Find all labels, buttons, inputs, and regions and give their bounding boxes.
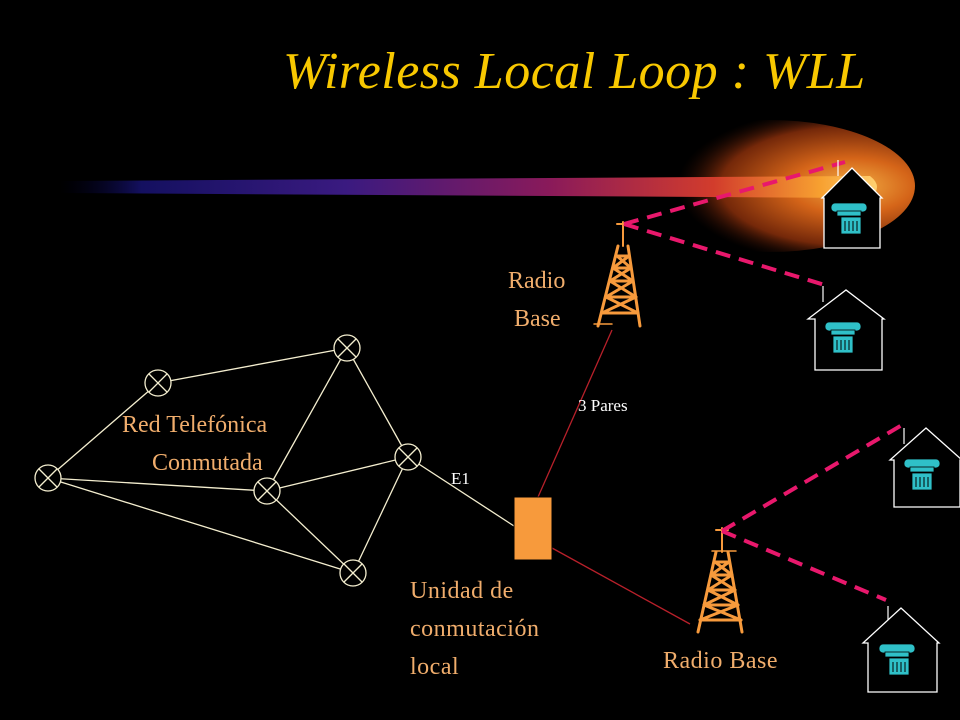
switch-label-line2: conmutación <box>410 616 540 642</box>
e1-label: E1 <box>451 469 470 488</box>
network-link <box>266 347 348 492</box>
network-link <box>266 456 409 492</box>
house-icon <box>861 606 941 693</box>
switch-label-line1: Unidad de <box>410 578 514 604</box>
circle-x-icon <box>144 369 172 397</box>
wireless-links <box>623 160 904 602</box>
comet-decoration <box>60 120 915 252</box>
wire-radio-base-2 <box>551 547 691 625</box>
telephone-icon <box>830 202 868 235</box>
switch-label-line3: local <box>410 654 460 680</box>
network-link <box>352 456 409 574</box>
telephone-icon <box>903 458 941 491</box>
radio-tower-icon <box>593 221 642 328</box>
network-mesh <box>47 347 515 574</box>
wireless-link <box>720 423 904 533</box>
network-nodes <box>34 334 422 587</box>
e1-link <box>407 456 515 527</box>
wireless-link <box>623 160 846 226</box>
comet-streak <box>60 176 877 198</box>
telephone-icon <box>824 321 862 354</box>
network-link <box>47 477 354 574</box>
radio-base-bottom-label: Radio Base <box>663 648 778 674</box>
radio-tower-icon <box>696 527 744 634</box>
network-label-line1: Red Telefónica <box>122 412 268 438</box>
pares-label: 3 Pares <box>578 396 628 415</box>
slide-title: Wireless Local Loop : WLL <box>283 43 866 100</box>
network-link <box>346 347 409 458</box>
house-icon <box>888 427 960 508</box>
circle-x-icon <box>34 464 62 492</box>
house-icon <box>806 286 886 371</box>
circle-x-icon <box>253 477 281 505</box>
wireless-link <box>721 529 887 602</box>
network-link <box>157 347 348 384</box>
network-link <box>266 490 354 574</box>
circle-x-icon <box>339 559 367 587</box>
radio-base-top-label-line2: Base <box>514 306 561 332</box>
wire-3-pares <box>537 329 613 498</box>
house-icon <box>820 160 884 249</box>
radio-base-top-label-line1: Radio <box>508 268 566 294</box>
circle-x-icon <box>394 443 422 471</box>
wire-links <box>537 329 691 625</box>
network-link <box>47 382 159 479</box>
circle-x-icon <box>333 334 361 362</box>
telephone-icon <box>878 643 916 676</box>
network-link <box>47 477 268 492</box>
switch-box <box>513 496 553 561</box>
wireless-link <box>623 222 829 288</box>
network-label-line2: Conmutada <box>152 450 263 476</box>
